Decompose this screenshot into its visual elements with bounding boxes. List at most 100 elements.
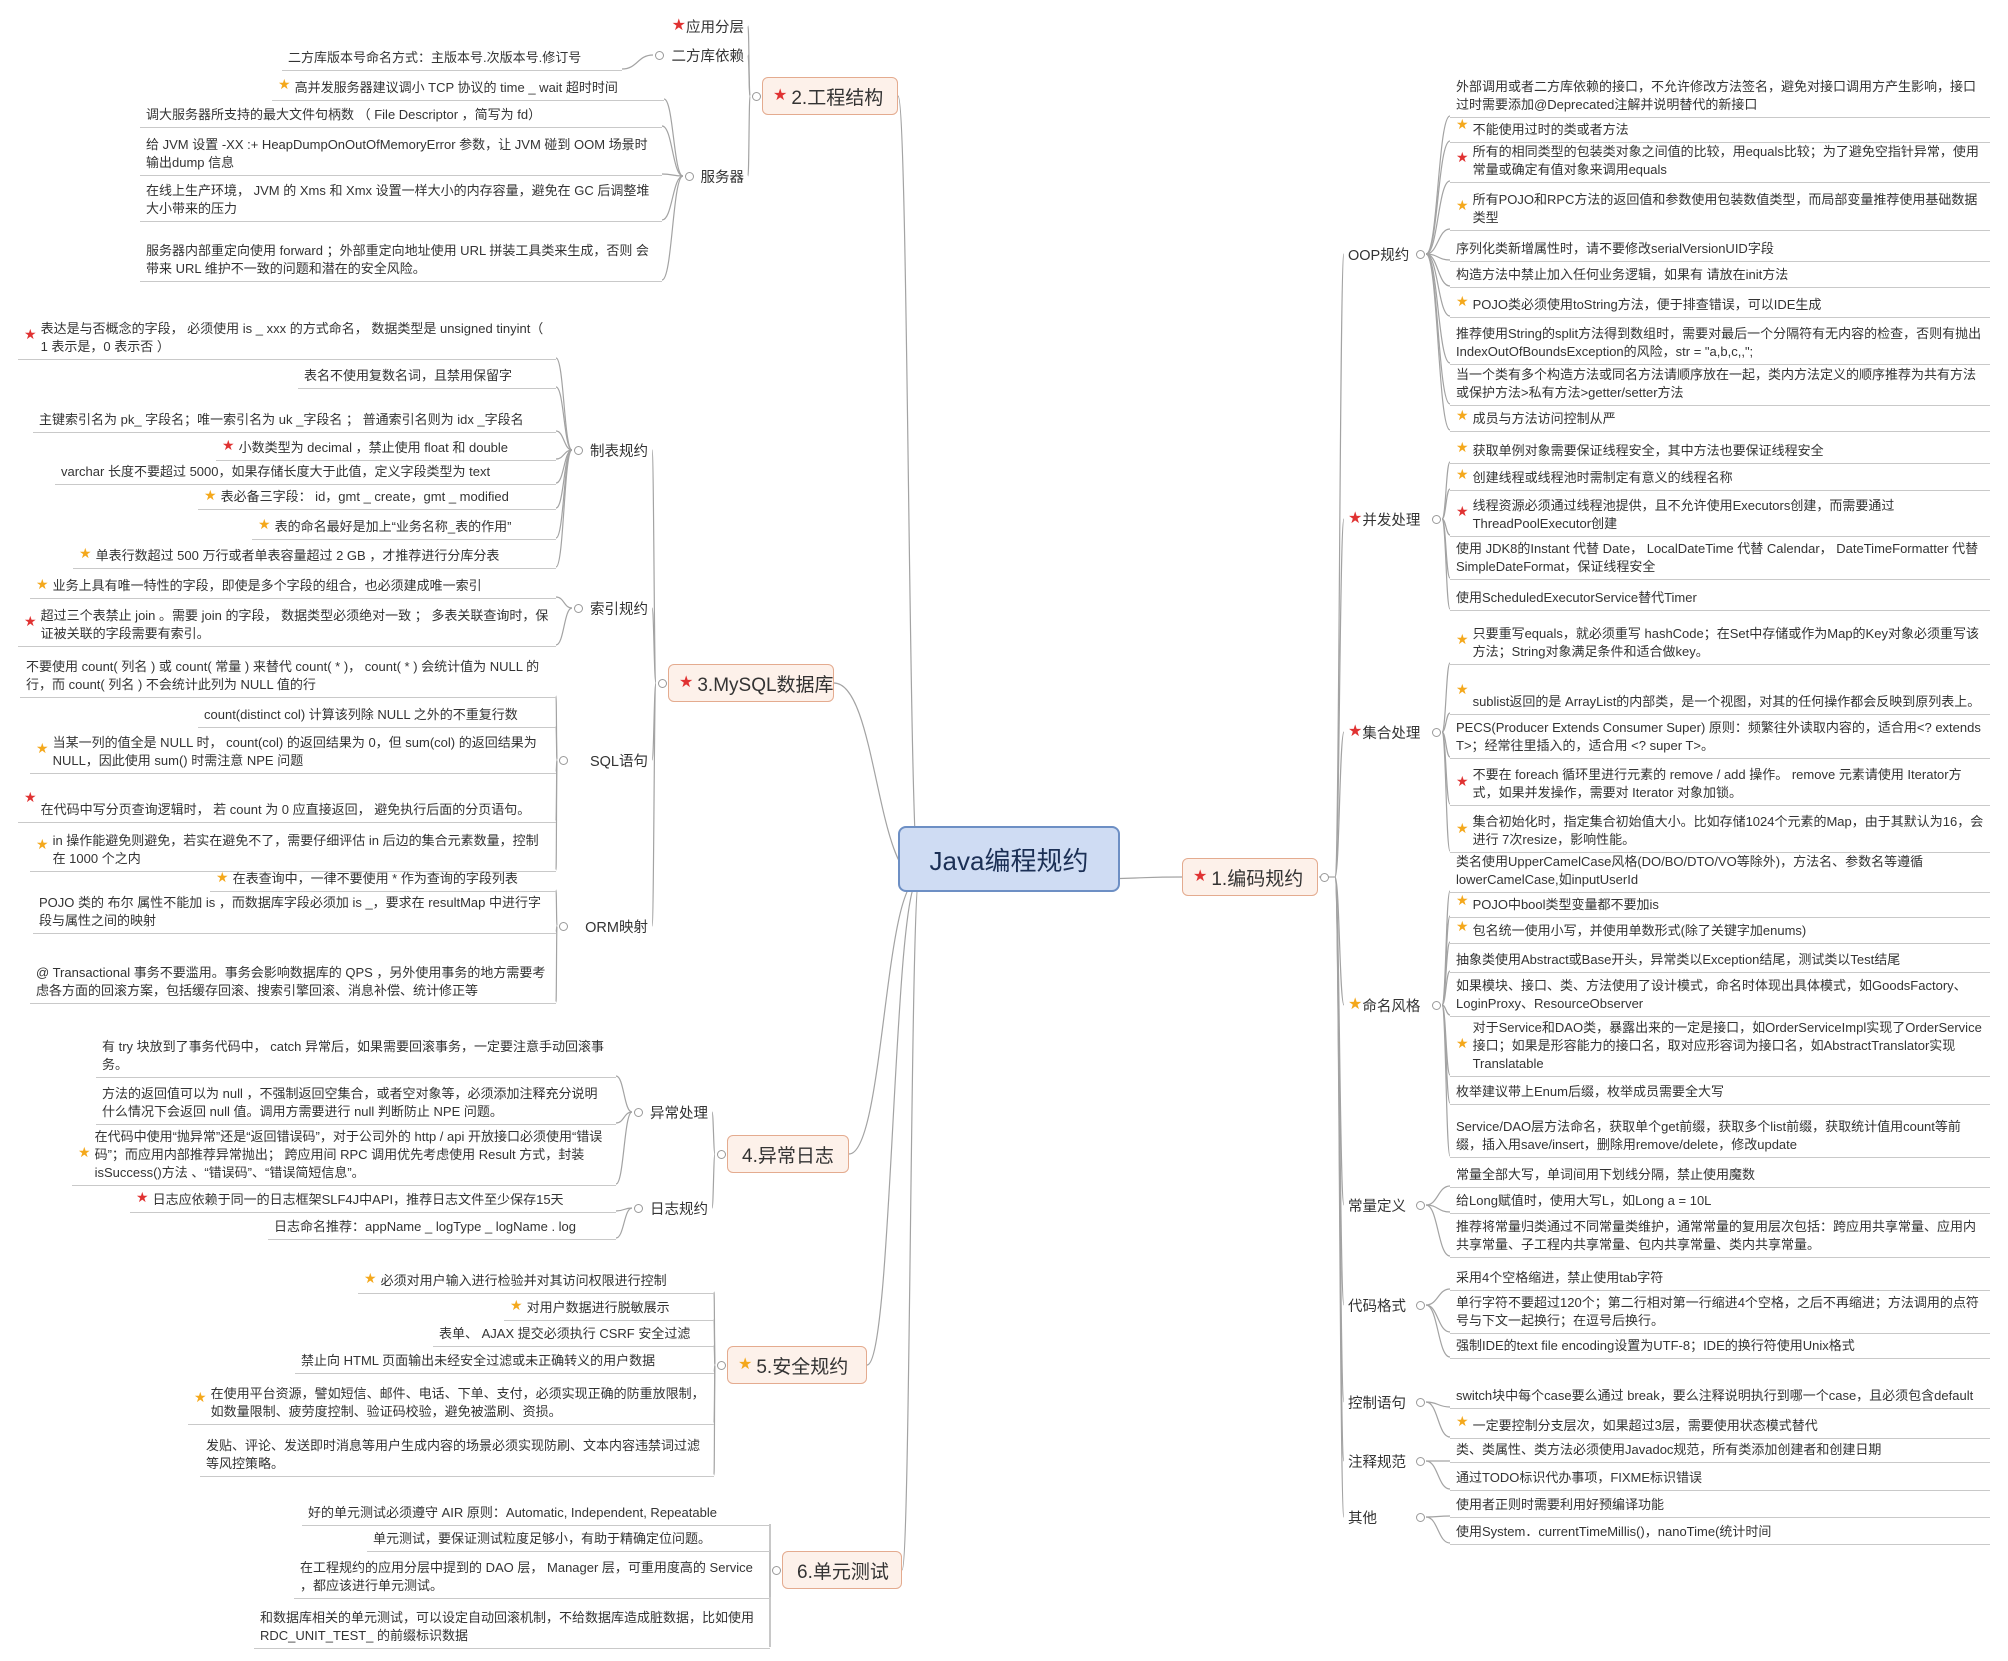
branch-b1[interactable]: ★1.编码规约 (1182, 858, 1318, 896)
leaf-item[interactable]: ★所有POJO和RPC方法的返回值和参数使用包装数值类型，而局部变量推荐使用基础… (1450, 183, 1990, 231)
leaf-item[interactable]: ★创建线程或线程池时需制定有意义的线程名称 (1450, 460, 1990, 491)
sub-topic[interactable]: 服务器 (701, 165, 745, 187)
leaf-item[interactable]: 使用ScheduledExecutorService替代Timer (1450, 577, 1990, 611)
leaf-item[interactable]: ★只要重写equals，就必须重写 hashCode；在Set中存储或作为Map… (1450, 617, 1990, 665)
leaf-item[interactable]: ★in 操作能避免则避免，若实在避免不了，需要仔细评估 in 后边的集合元素数量… (30, 820, 556, 872)
leaf-item[interactable]: 不要使用 count( 列名 ) 或 count( 常量 ) 来替代 count… (20, 646, 556, 698)
root-topic[interactable]: Java编程规约 (898, 826, 1120, 892)
sub-topic[interactable]: ★应用分层 (672, 15, 744, 37)
sub-topic[interactable]: ORM映射 (585, 915, 648, 937)
branch-b2[interactable]: ★2.工程结构 (762, 77, 898, 115)
leaf-item[interactable]: 二方库版本号命名方式：主版本号.次版本号.修订号 (282, 40, 622, 71)
leaf-item[interactable]: ★成员与方法访问控制从严 (1450, 401, 1990, 432)
collapse-toggle[interactable] (558, 755, 568, 765)
leaf-item[interactable]: ★包名统一使用小写，并使用单数形式(除了关键字加enums) (1450, 912, 1990, 944)
collapse-toggle[interactable] (1319, 872, 1329, 882)
leaf-item[interactable]: ★POJO类必须使用toString方法，便于排查错误，可以IDE生成 (1450, 287, 1990, 318)
collapse-toggle[interactable] (633, 1203, 643, 1213)
leaf-item[interactable]: ★表必备三字段： id，gmt _ create，gmt _ modified (198, 483, 556, 510)
leaf-item[interactable]: 禁止向 HTML 页面输出未经安全过滤或未正确转义的用户数据 (295, 1346, 714, 1374)
leaf-item[interactable]: ★不能使用过时的类或者方法 (1450, 108, 1990, 143)
collapse-toggle[interactable] (1431, 514, 1441, 524)
collapse-toggle[interactable] (633, 1107, 643, 1117)
leaf-item[interactable]: ★必须对用户输入进行检验并对其访问权限进行控制 (358, 1266, 714, 1294)
leaf-item[interactable]: 序列化类新增属性时，请不要修改serialVersionUID字段 (1450, 231, 1990, 262)
leaf-item[interactable]: ★线程资源必须通过线程池提供，且不允许使用Executors创建，而需要通过Th… (1450, 488, 1990, 537)
leaf-item[interactable]: ★所有的相同类型的包装类对象之间值的比较，用equals比较；为了避免空指针异常… (1450, 135, 1990, 183)
leaf-item[interactable]: ★在代码中写分页查询逻辑时， 若 count 为 0 应直接返回， 避免执行后面… (18, 775, 556, 823)
collapse-toggle[interactable] (1431, 1000, 1441, 1010)
leaf-item[interactable]: Service/DAO层方法命名，获取单个get前缀，获取多个list前缀，获取… (1450, 1110, 1990, 1158)
sub-topic[interactable]: 日志规约 (650, 1197, 708, 1219)
leaf-item[interactable]: 使用者正则时需要利用好预编译功能 (1450, 1487, 1990, 1518)
branch-b5[interactable]: ★5.安全规约 (727, 1346, 867, 1384)
leaf-item[interactable]: POJO 类的 布尔 属性不能加 is ，而数据库字段必须加 is _，要求在 … (33, 887, 556, 934)
leaf-item[interactable]: 外部调用或者二方库依赖的接口，不允许修改方法签名，避免对接口调用方产生影响，接口… (1450, 65, 1990, 118)
collapse-toggle[interactable] (684, 171, 694, 181)
leaf-item[interactable]: 日志命名推荐：appName _ logType _ logName . log (268, 1212, 616, 1240)
collapse-toggle[interactable] (1415, 1300, 1425, 1310)
sub-topic[interactable]: ★集合处理 (1348, 721, 1420, 743)
sub-topic[interactable]: 代码格式 (1348, 1294, 1406, 1316)
branch-b6[interactable]: 6.单元测试 (782, 1551, 902, 1589)
collapse-toggle[interactable] (716, 1149, 726, 1159)
sub-topic[interactable]: 索引规约 (590, 597, 648, 619)
leaf-item[interactable]: ★表达是与否概念的字段， 必须使用 is _ xxx 的方式命名， 数据类型是 … (18, 312, 556, 360)
leaf-item[interactable]: ★高并发服务器建议调小 TCP 协议的 time _ wait 超时时间 (272, 70, 664, 101)
leaf-item[interactable]: ★业务上具有唯一特性的字段，即使是多个字段的组合，也必须建成唯一索引 (30, 572, 556, 599)
leaf-item[interactable]: 使用 JDK8的Instant 代替 Date， LocalDateTime 代… (1450, 532, 1990, 580)
leaf-item[interactable]: 主键索引名为 pk_ 字段名；唯一索引名为 uk _字段名 ； 普通索引名则为 … (33, 389, 556, 433)
sub-topic[interactable]: SQL语句 (590, 749, 648, 771)
sub-topic[interactable]: 异常处理 (650, 1101, 708, 1123)
collapse-toggle[interactable] (1415, 1456, 1425, 1466)
leaf-item[interactable]: ★日志应依赖于同一的日志框架SLF4J中API，推荐日志文件至少保存15天 (130, 1185, 616, 1213)
leaf-item[interactable]: ★在表查询中，一律不要使用 * 作为查询的字段列表 (210, 865, 556, 892)
sub-topic[interactable]: 制表规约 (590, 439, 648, 461)
leaf-item[interactable]: 服务器内部重定向使用 forward ；外部重定向地址使用 URL 拼装工具类来… (140, 218, 662, 282)
branch-b3[interactable]: ★3.MySQL数据库 (668, 664, 834, 702)
leaf-item[interactable]: ★当某一列的值全是 NULL 时， count(col) 的返回结果为 0，但 … (30, 726, 556, 774)
collapse-toggle[interactable] (654, 50, 664, 60)
collapse-toggle[interactable] (1415, 249, 1425, 259)
leaf-item[interactable]: 有 try 块放到了事务代码中， catch 异常后，如果需要回滚事务，一定要注… (96, 1028, 616, 1078)
leaf-item[interactable]: ★超过三个表禁止 join 。需要 join 的字段， 数据类型必须绝对一致 ；… (18, 599, 556, 647)
leaf-item[interactable]: 推荐使用String的split方法得到数组时，需要对最后一个分隔符有无内容的检… (1450, 317, 1990, 365)
leaf-item[interactable]: 发贴、评论、发送即时消息等用户生成内容的场景必须实现防刷、文本内容违禁词过滤等风… (200, 1425, 714, 1477)
leaf-item[interactable]: 抽象类使用Abstract或Base开头，异常类以Exception结尾，测试类… (1450, 941, 1990, 973)
leaf-item[interactable]: 好的单元测试必须遵守 AIR 原则：Automatic, Independent… (302, 1495, 770, 1526)
leaf-item[interactable]: ★一定要控制分支层次，如果超过3层，需要使用状态模式替代 (1450, 1407, 1990, 1439)
leaf-item[interactable]: ★获取单例对象需要保证线程安全，其中方法也要保证线程安全 (1450, 433, 1990, 464)
leaf-item[interactable]: 采用4个空格缩进，禁止使用tab字符 (1450, 1259, 1990, 1291)
collapse-toggle[interactable] (1415, 1200, 1425, 1210)
leaf-item[interactable]: 方法的返回值可以为 null ，不强制返回空集合，或者空对象等，必须添加注释充分… (96, 1076, 616, 1125)
leaf-item[interactable]: 在工程规约的应用分层中提到的 DAO 层， Manager 层，可重用度高的 S… (294, 1551, 770, 1599)
leaf-item[interactable]: ★POJO中bool类型变量都不要加is (1450, 886, 1990, 918)
leaf-item[interactable]: 强制IDE的text file encoding设置为UTF-8；IDE的换行符… (1450, 1328, 1990, 1359)
sub-topic[interactable]: 其他 (1348, 1506, 1377, 1528)
leaf-item[interactable]: ★sublist返回的是 ArrayList的内部类，是一个视图，对其的任何操作… (1450, 666, 1990, 715)
leaf-item[interactable]: ★在使用平台资源，譬如短信、邮件、电话、下单、支付，必须实现正确的防重放限制，如… (188, 1373, 714, 1425)
collapse-toggle[interactable] (771, 1565, 781, 1575)
leaf-item[interactable]: 在线上生产环境， JVM 的 Xms 和 Xmx 设置一样大小的内存容量，避免在… (140, 174, 662, 222)
collapse-toggle[interactable] (716, 1360, 726, 1370)
collapse-toggle[interactable] (1415, 1397, 1425, 1407)
leaf-item[interactable]: 类名使用UpperCamelCase风格(DO/BO/DTO/VO等除外)，方法… (1450, 844, 1990, 893)
leaf-item[interactable]: 调大服务器所支持的最大文件句柄数 （ File Descriptor ，简写为 … (140, 98, 662, 128)
collapse-toggle[interactable] (573, 603, 583, 613)
leaf-item[interactable]: switch块中每个case要么通过 break，要么注释说明执行到哪一个cas… (1450, 1362, 1990, 1409)
leaf-item[interactable]: 给 JVM 设置 -XX :+ HeapDumpOnOutOfMemoryErr… (140, 128, 662, 176)
collapse-toggle[interactable] (1431, 727, 1441, 737)
leaf-item[interactable]: 构造方法中禁止加入任何业务逻辑，如果有 请放在init方法 (1450, 257, 1990, 288)
collapse-toggle[interactable] (558, 921, 568, 931)
leaf-item[interactable]: 给Long赋值时，使用大写L，如Long a = 10L (1450, 1182, 1990, 1214)
leaf-item[interactable]: PECS(Producer Extends Consumer Super) 原则… (1450, 712, 1990, 759)
leaf-item[interactable]: ★在代码中使用“抛异常”还是“返回错误码”，对于公司外的 http / api … (72, 1122, 616, 1186)
leaf-item[interactable]: 推荐将常量归类通过不同常量类维护，通常常量的复用层次包括：跨应用共享常量、应用内… (1450, 1210, 1990, 1258)
sub-topic[interactable]: OOP规约 (1348, 243, 1409, 265)
leaf-item[interactable]: 如果模块、接口、类、方法使用了设计模式，命名时体现出具体模式，如GoodsFac… (1450, 969, 1990, 1017)
sub-topic[interactable]: ★并发处理 (1348, 508, 1420, 530)
leaf-item[interactable]: 表单、 AJAX 提交必须执行 CSRF 安全过滤 (433, 1319, 714, 1347)
sub-topic[interactable]: 常量定义 (1348, 1194, 1406, 1216)
leaf-item[interactable]: 类、类属性、类方法必须使用Javadoc规范，所有类添加创建者和创建日期 (1450, 1432, 1990, 1463)
leaf-item[interactable]: ★对用户数据进行脱敏展示 (504, 1293, 714, 1321)
